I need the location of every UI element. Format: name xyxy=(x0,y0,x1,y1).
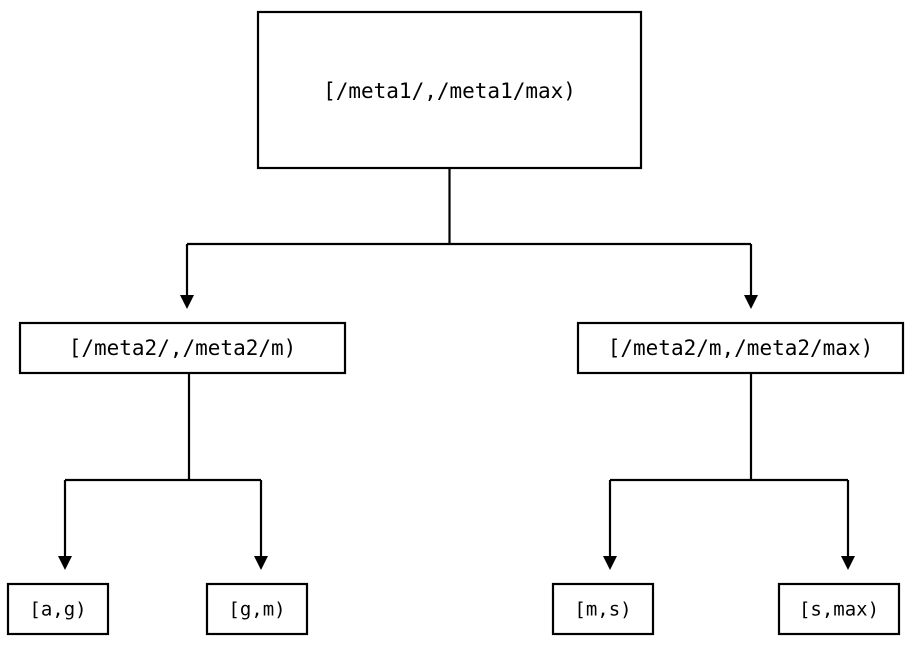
node-root-label: [/meta1/,/meta1/max) xyxy=(323,79,576,103)
node-leaf-4-label: [s,max) xyxy=(799,599,879,621)
arrowhead-mid-left xyxy=(180,295,194,309)
node-mid-right-label: [/meta2/m,/meta2/max) xyxy=(608,336,874,360)
node-root[interactable]: [/meta1/,/meta1/max) xyxy=(256,10,643,170)
node-mid-left-box[interactable] xyxy=(18,321,347,375)
node-leaf-2-box[interactable] xyxy=(205,582,309,636)
node-leaf-1-box[interactable] xyxy=(6,582,110,636)
arrowhead-leaf-3 xyxy=(603,556,617,570)
node-leaf-4-box[interactable] xyxy=(777,582,901,636)
arrowhead-leaf-2 xyxy=(254,556,268,570)
node-leaf-4[interactable]: [s,max) xyxy=(777,582,901,636)
edge-group-mid-left xyxy=(58,373,268,570)
node-leaf-3-label: [m,s) xyxy=(574,599,631,621)
node-leaf-1[interactable]: [a,g) xyxy=(6,582,110,636)
arrowhead-leaf-1 xyxy=(58,556,72,570)
node-mid-right[interactable]: [/meta2/m,/meta2/max) xyxy=(576,321,905,375)
edge-group-mid-right xyxy=(603,373,855,570)
node-leaf-3[interactable]: [m,s) xyxy=(551,582,655,636)
node-mid-right-box[interactable] xyxy=(576,321,905,375)
node-leaf-2[interactable]: [g,m) xyxy=(205,582,309,636)
arrowhead-mid-right xyxy=(744,295,758,309)
node-leaf-2-label: [g,m) xyxy=(228,599,285,621)
edge-group-root xyxy=(180,168,758,309)
node-root-box[interactable] xyxy=(256,10,643,170)
node-mid-left[interactable]: [/meta2/,/meta2/m) xyxy=(18,321,347,375)
node-mid-left-label: [/meta2/,/meta2/m) xyxy=(69,336,297,360)
arrowhead-leaf-4 xyxy=(841,556,855,570)
node-leaf-1-label: [a,g) xyxy=(29,599,86,621)
node-leaf-3-box[interactable] xyxy=(551,582,655,636)
